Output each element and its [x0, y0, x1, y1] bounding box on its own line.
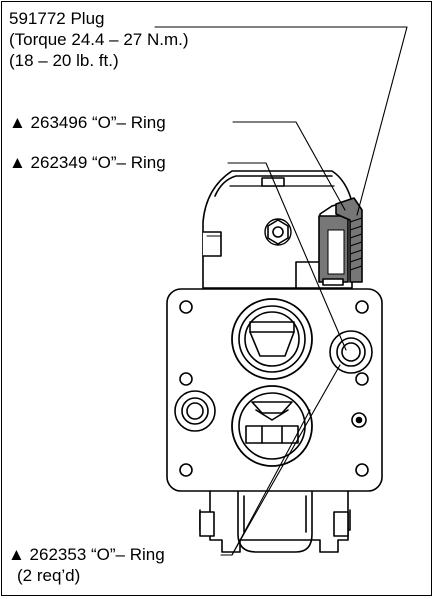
- plug-callout: 591772 Plug (Torque 24.4 – 27 N.m.) (18 …: [9, 8, 189, 71]
- bolt-hole: [179, 372, 193, 386]
- hex-socket-plug: [267, 219, 289, 245]
- bolt-hole: [355, 463, 369, 477]
- plug-torque-lbft: (18 – 20 lb. ft.): [9, 51, 119, 70]
- upper-housing-top-edge: [214, 175, 333, 197]
- lower-port: [231, 385, 313, 467]
- plug-torque-nm: (Torque 24.4 – 27 N.m.): [9, 30, 189, 49]
- leader-262349: [227, 162, 347, 351]
- bottom-mount: [209, 490, 349, 553]
- plug-head: [335, 197, 363, 283]
- bottom-pocket: [237, 491, 313, 553]
- small-port: [351, 412, 367, 428]
- plug-threads: [349, 217, 363, 271]
- small-o-ring: [322, 278, 344, 286]
- o-ring-262349-label: ▲ 262349 “O”– Ring: [9, 153, 166, 172]
- bolt-hole: [355, 372, 369, 386]
- leader-262353-branch: [231, 409, 311, 556]
- bolt-hole: [179, 300, 193, 314]
- leader-263496: [232, 121, 346, 211]
- bolt-hole: [179, 463, 193, 477]
- valve-body: [166, 288, 383, 492]
- plug-part-label: 591772 Plug: [9, 9, 105, 28]
- upper-port: [231, 298, 313, 380]
- o-ring-port-right: [329, 330, 373, 374]
- left-lug: [202, 231, 222, 257]
- o-ring-263496-label: ▲ 263496 “O”– Ring: [9, 113, 166, 132]
- o-ring-262353-label: ▲ 262353 “O”– Ring: [8, 545, 165, 564]
- left-port: [174, 390, 216, 432]
- leader-plug: [154, 26, 408, 216]
- plug-section-inner: [327, 229, 345, 275]
- o-ring-262353-callout: ▲ 262353 “O”– Ring (2 req’d): [8, 544, 165, 586]
- leader-lines: [154, 26, 408, 556]
- bolt-hole: [355, 300, 369, 314]
- o-ring-262353-qty: (2 req’d): [17, 566, 81, 585]
